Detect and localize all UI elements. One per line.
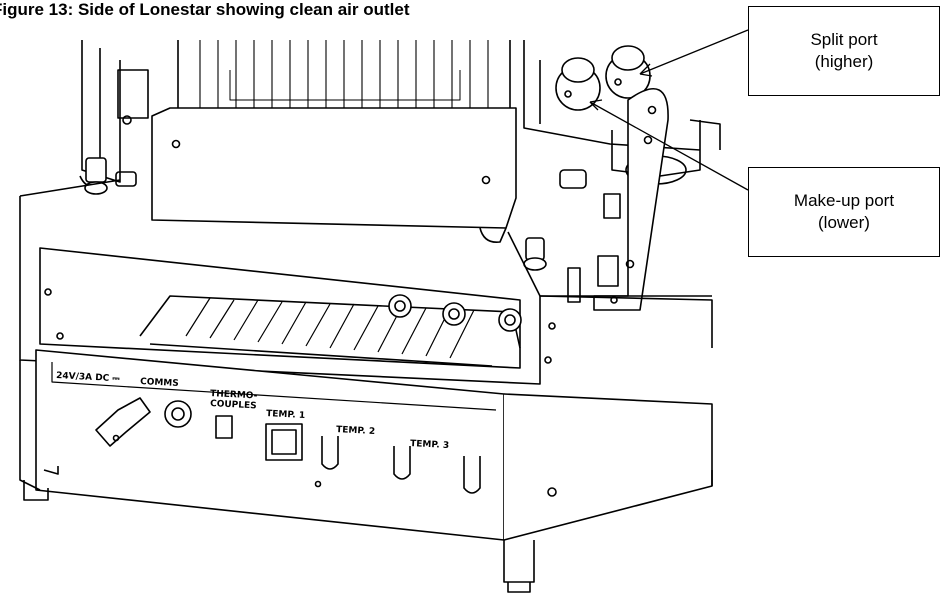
callout-leaders	[589, 29, 749, 191]
base-enclosure	[19, 179, 713, 385]
makeup-port-callout: Make-up port (lower)	[748, 167, 940, 257]
split-port-line2: (higher)	[814, 52, 874, 71]
panel-lettering: 24V/3A DC ⎓ COMMS THERMO- COUPLES TEMP. …	[56, 371, 449, 451]
gas-port-assembly	[523, 40, 721, 185]
legs	[19, 360, 713, 593]
thermocouples-label-1: THERMO-	[210, 389, 258, 401]
split-port-line1: Split port	[810, 30, 878, 49]
thermocouples-label-2: COUPLES	[210, 399, 257, 411]
comms-label: COMMS	[140, 377, 179, 389]
temp1-label: TEMP. 1	[266, 409, 305, 421]
heatsink	[177, 40, 511, 117]
front-bracket	[151, 107, 517, 244]
side-bracket	[593, 88, 669, 311]
makeup-port-line1: Make-up port	[793, 191, 895, 210]
figure-caption: Figure 13: Side of Lonestar showing clea…	[0, 0, 410, 19]
temp3-label: TEMP. 3	[410, 439, 449, 451]
connector-panel	[35, 349, 713, 541]
makeup-port-line2: (lower)	[818, 213, 870, 232]
power-label: 24V/3A DC ⎓	[56, 371, 121, 384]
split-port-callout: Split port (higher)	[748, 6, 940, 96]
temp2-label: TEMP. 2	[336, 425, 375, 437]
